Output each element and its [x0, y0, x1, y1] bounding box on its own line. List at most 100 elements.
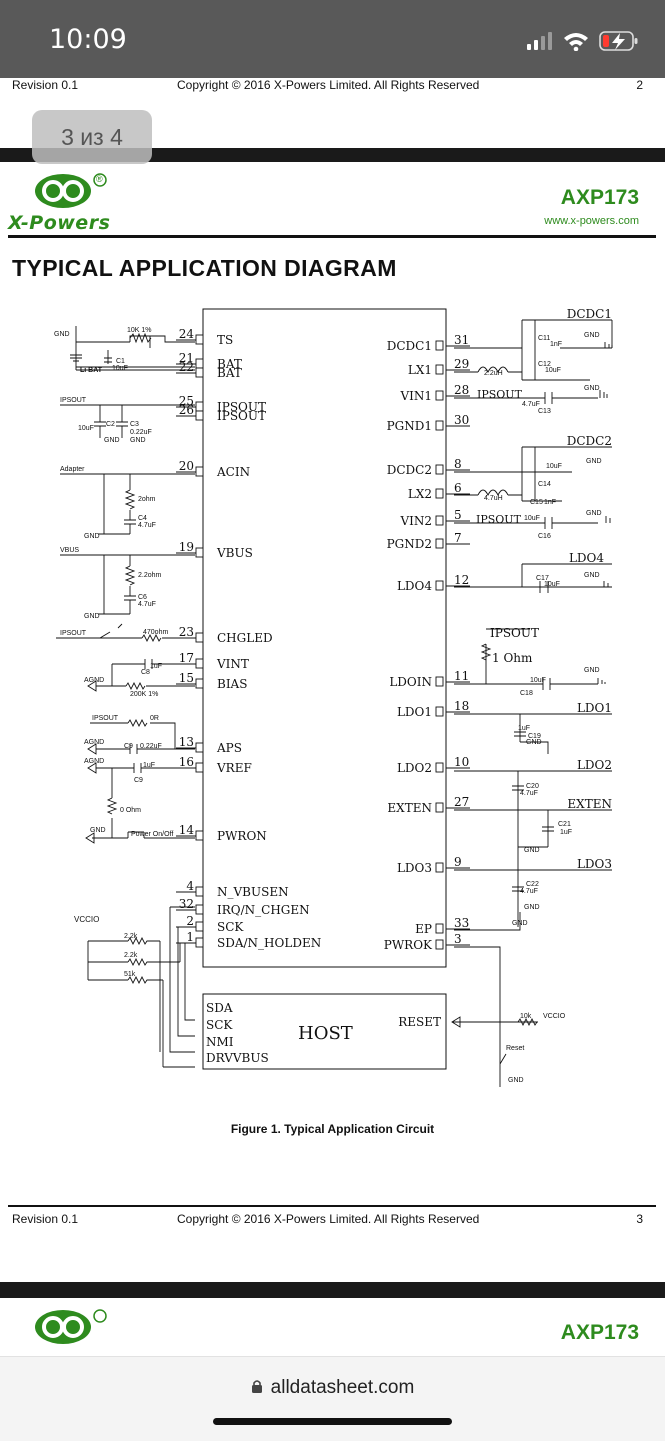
left-pin-number: 32	[179, 897, 194, 911]
ipsout-net-label-3: IPSOUT	[92, 715, 119, 722]
left-pin-name: VINT	[216, 657, 249, 671]
gnd-label-5: GND	[84, 613, 100, 620]
gnd-label-2: GND	[104, 437, 120, 444]
left-pin-number: 1	[186, 930, 194, 944]
right-pin-number: 18	[454, 699, 469, 713]
r-reset-label: 10k	[520, 1013, 532, 1020]
rail-exten: EXTEN	[567, 797, 612, 811]
right-pin-number: 10	[454, 755, 469, 769]
home-indicator[interactable]	[213, 1418, 452, 1425]
left-pin-name: IRQ/N_CHGEN	[217, 903, 310, 917]
agnd-label-3: AGND	[84, 758, 104, 765]
left-pin-name: APS	[216, 741, 242, 755]
c2-label: C2	[106, 421, 115, 428]
browser-bottom-bar: alldatasheet.com	[0, 1356, 665, 1441]
left-pin-name: BAT	[217, 357, 242, 371]
c21-label: C21	[558, 821, 571, 828]
right-pin-number: 11	[454, 669, 469, 683]
wifi-icon	[564, 33, 588, 51]
gnd-label: GND	[54, 331, 70, 338]
gnd-label-7: GND	[584, 332, 600, 339]
right-pin-name: LX2	[408, 487, 432, 501]
gnd-label-15: GND	[524, 904, 540, 911]
c17-label: C17	[536, 575, 549, 582]
cellular-signal-icon	[527, 32, 552, 50]
gnd-label-11: GND	[584, 572, 600, 579]
page3-number: 3	[636, 1212, 643, 1226]
c13-value: 4.7uF	[522, 401, 540, 408]
left-pin-number: 26	[179, 403, 194, 417]
c8-value: 1uF	[150, 663, 162, 670]
figure-caption: Figure 1. Typical Application Circuit	[230, 1122, 435, 1136]
url-bar[interactable]: alldatasheet.com	[0, 1377, 665, 1399]
r-vbus-label: 2.2ohm	[138, 572, 162, 579]
lock-icon	[251, 1380, 262, 1393]
c2-value: 10uF	[78, 425, 94, 432]
left-pin-number: 2	[186, 914, 194, 928]
rail-dcdc2: DCDC2	[567, 434, 612, 448]
r-ts-label: 10K 1%	[127, 327, 152, 334]
c-aps-value: 0.22uF	[140, 743, 162, 750]
c16-label: C16	[538, 533, 551, 540]
right-pin-number: 29	[454, 357, 469, 371]
agnd-label-2: AGND	[84, 739, 104, 746]
ipsout-net-label: IPSOUT	[60, 397, 87, 404]
right-pin-name: DCDC1	[387, 339, 432, 353]
gnd-label-4: GND	[84, 533, 100, 540]
c18-label: C18	[520, 690, 533, 697]
rail-ldo4: LDO4	[569, 551, 604, 565]
c22-label: C22	[526, 881, 539, 888]
c4-value: 4.7uF	[138, 522, 156, 529]
c11-label: C11	[538, 335, 550, 342]
c18-value: 10uF	[530, 677, 546, 684]
adapter-label: Adapter	[60, 466, 85, 473]
c11-value: 1nF	[550, 341, 562, 348]
pdf-viewer[interactable]: Revision 0.1 Copyright © 2016 X-Powers L…	[0, 78, 665, 1356]
logo-text: X-Powers	[8, 212, 111, 234]
right-pin-number: 31	[454, 333, 469, 347]
rail-ldo1: LDO1	[577, 701, 612, 715]
page2-copyright: Copyright © 2016 X-Powers Limited. All R…	[177, 78, 480, 92]
c3-label: C3	[130, 421, 139, 428]
page3-revision: Revision 0.1	[12, 1212, 79, 1226]
rail-ldo2: LDO2	[577, 758, 612, 772]
host-reset: RESET	[398, 1015, 441, 1029]
left-pin-2: 2 SCK	[176, 914, 244, 934]
left-pin-number: 23	[179, 625, 194, 639]
right-pin-number: 33	[454, 916, 469, 930]
left-pin-name: SCK	[217, 920, 244, 934]
ipsout-ldoin-label: IPSOUT	[490, 626, 539, 640]
host-pin-drvvbus: DRVVBUS	[206, 1051, 269, 1065]
left-pin-name: CHGLED	[217, 631, 273, 645]
right-pin-number: 3	[454, 932, 462, 946]
c9-label: C9	[134, 777, 143, 784]
r-acin-label: 2ohm	[138, 496, 156, 503]
ipsout-vin2-label: IPSOUT	[476, 513, 522, 526]
x-powers-logo-icon-2	[35, 1309, 107, 1344]
right-pin-number: 9	[454, 855, 462, 869]
right-pin-name: VIN2	[399, 514, 432, 528]
right-pin-name: PGND2	[387, 537, 432, 551]
left-pin-number: 19	[179, 540, 194, 554]
host-title: HOST	[298, 1023, 353, 1044]
status-time: 10:09	[49, 24, 127, 55]
left-pin-number: 21	[179, 351, 194, 365]
right-pin-name: EXTEN	[387, 801, 432, 815]
c20-value: 4.7uF	[520, 790, 538, 797]
li-bat-label: Li BAT	[80, 367, 103, 374]
